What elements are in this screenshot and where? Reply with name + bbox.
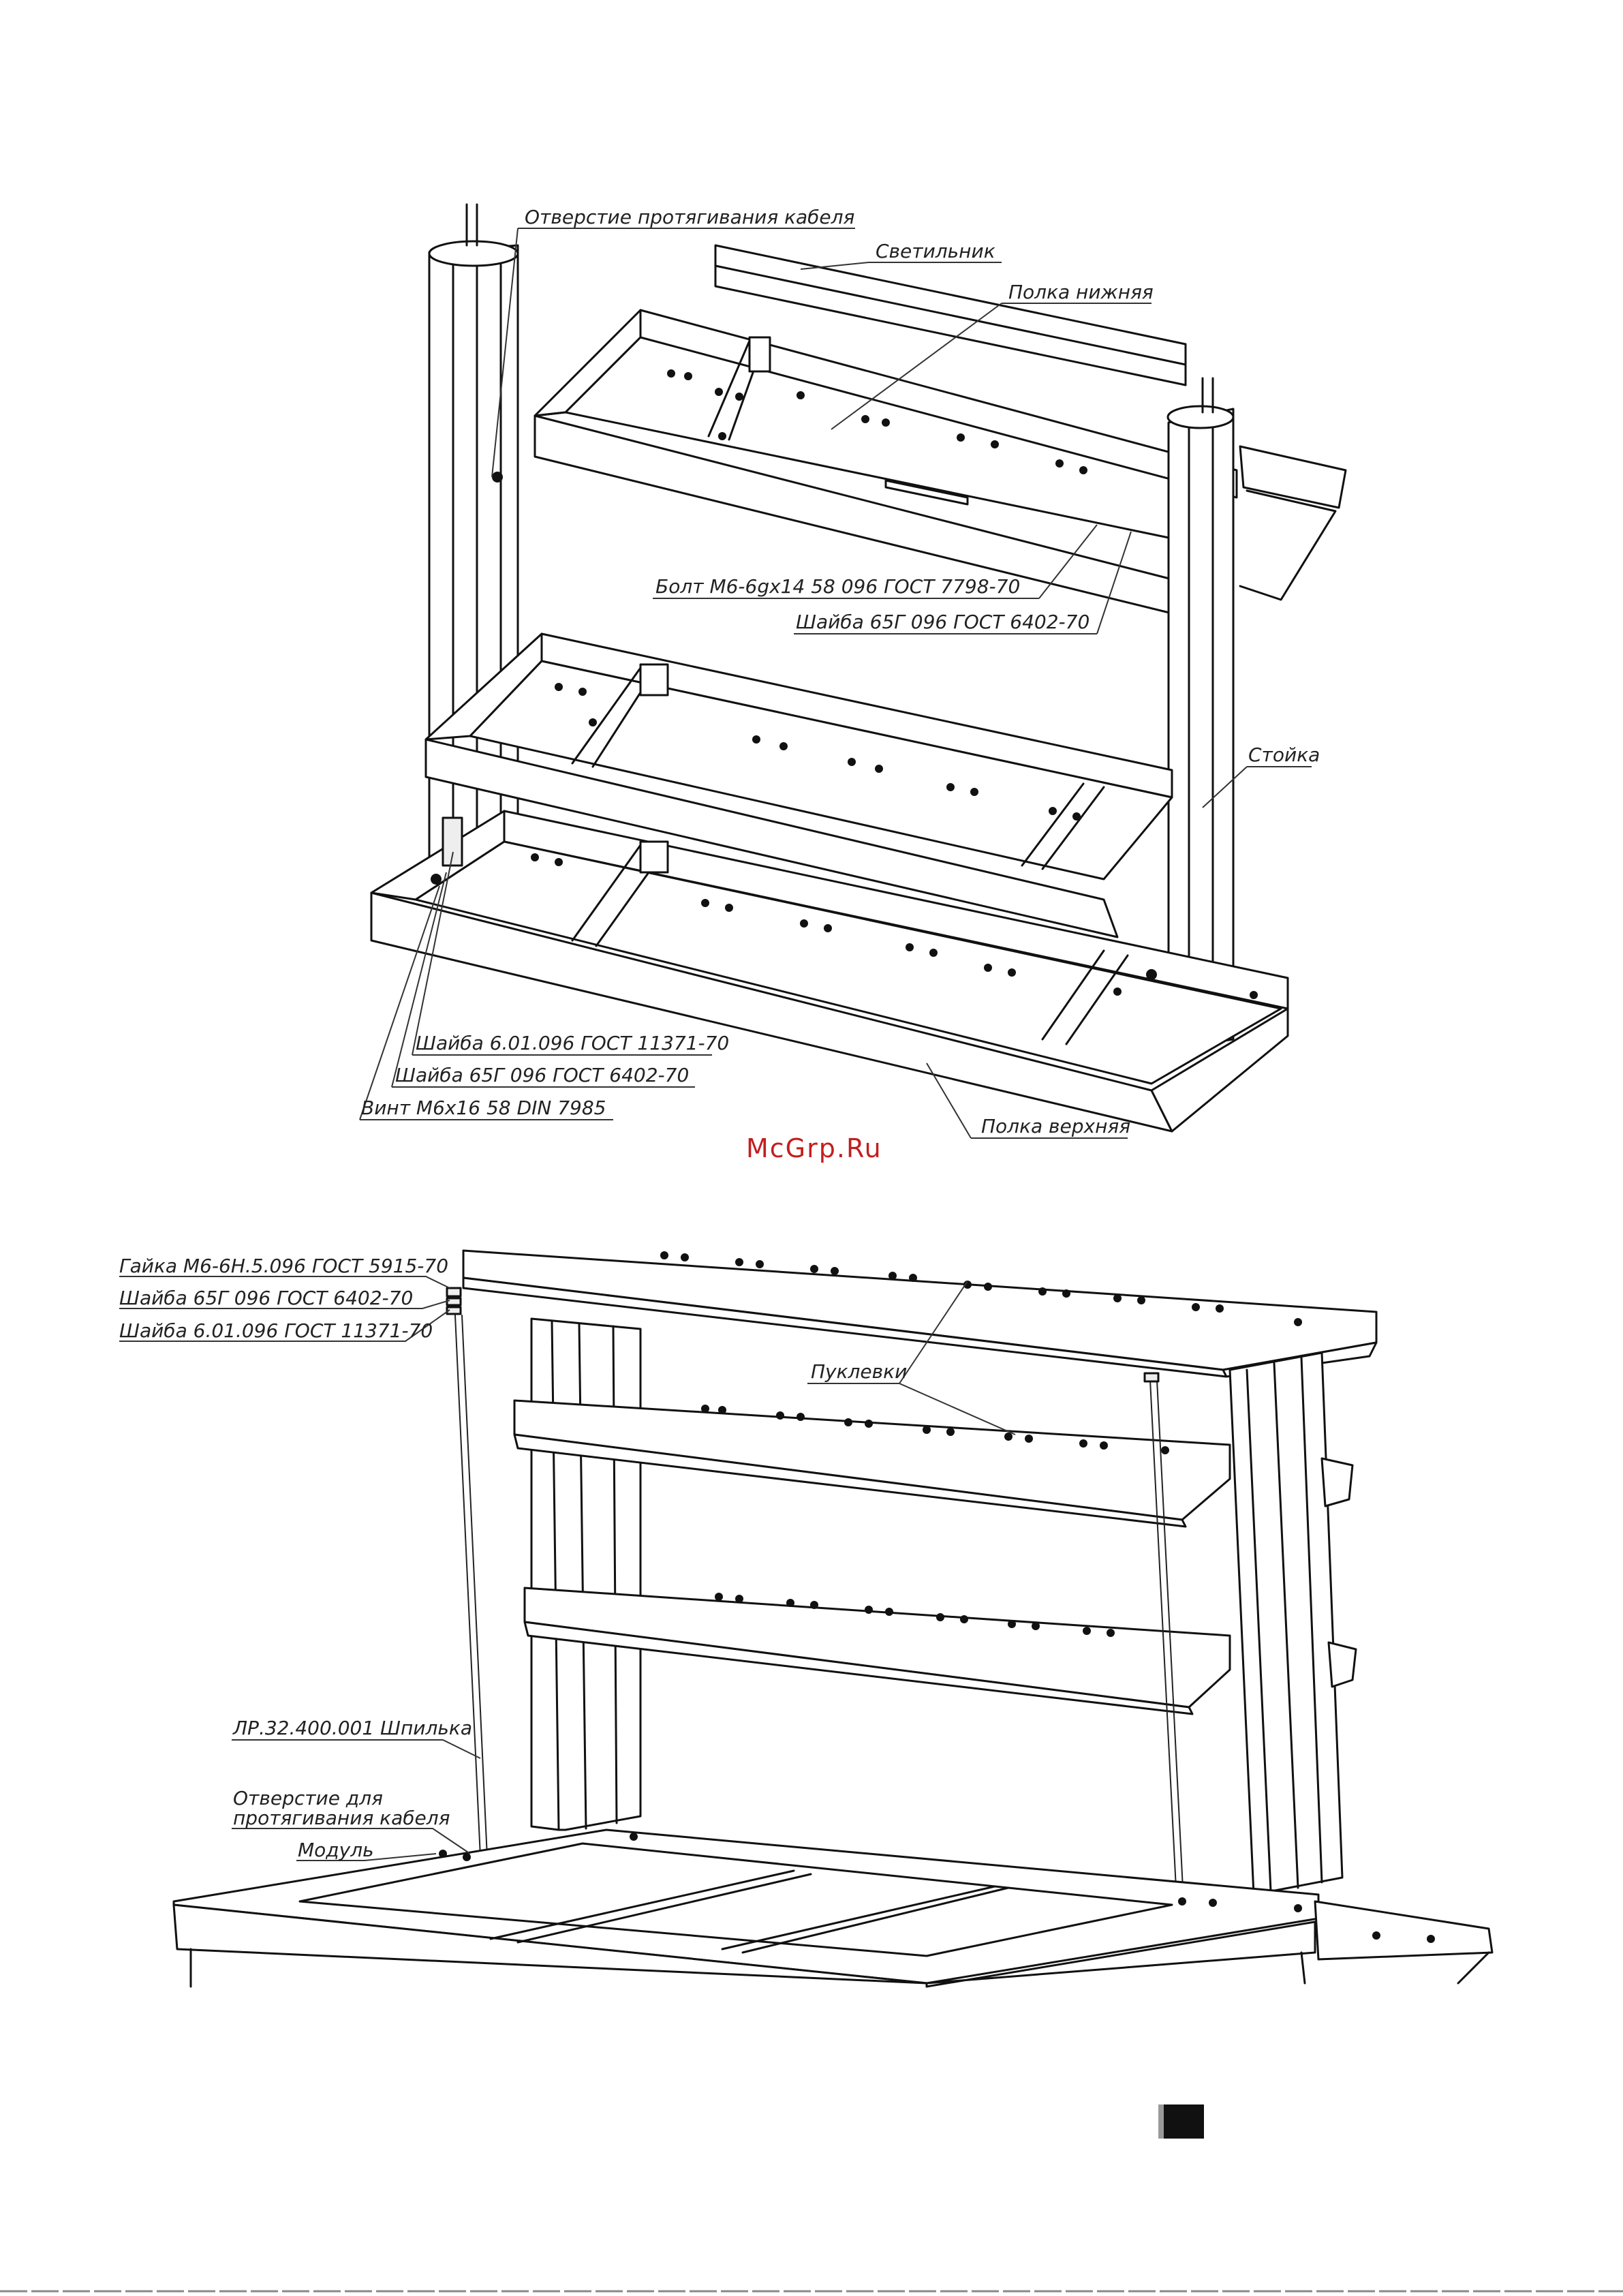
module-drawing: [172, 1828, 1494, 1988]
label-module: Модуль: [298, 1839, 374, 1861]
label-cable-hole-line1: Отверстие для: [233, 1787, 383, 1809]
label-cable-hole: Отверстие протягивания кабеля: [525, 206, 854, 228]
label-cable-hole-line2: протягивания кабеля: [233, 1807, 450, 1829]
shelf-3-drawing: [523, 1587, 1231, 1715]
label-stud: ЛР.32.400.001 Шпилька: [232, 1717, 472, 1739]
shelf-2-drawing: [513, 1399, 1231, 1528]
page-marker-shadow: [1158, 2104, 1164, 2139]
label-upper-shelf: Полка верхняя: [981, 1115, 1130, 1137]
label-washer-flat: Шайба 6.01.096 ГОСТ 11371-70: [416, 1032, 729, 1054]
label-lower-shelf: Полка нижняя: [1008, 281, 1154, 303]
right-upright-drawing: [1228, 1351, 1357, 1896]
upper-shelf-drawing: [370, 810, 1289, 1133]
lower-shelf-drawing: [534, 309, 1238, 615]
label-washer-spring-bottom: Шайба 65Г 096 ГОСТ 6402-70: [119, 1287, 413, 1309]
watermark: McGrp.Ru: [746, 1133, 882, 1163]
label-bolt: Болт М6-6gx14 58 096 ГОСТ 7798-70: [655, 575, 1020, 598]
label-lamp: Светильник: [876, 240, 995, 262]
label-screw: Винт М6х16 58 DIN 7985: [361, 1097, 606, 1119]
label-washer-flat-bottom: Шайба 6.01.096 ГОСТ 11371-70: [119, 1319, 433, 1342]
left-upright-drawing: [530, 1317, 642, 1831]
right-post-drawing: [1166, 377, 1235, 1051]
label-nut: Гайка М6-6Н.5.096 ГОСТ 5915-70: [119, 1255, 448, 1277]
label-washer-spring-2: Шайба 65Г 096 ГОСТ 6402-70: [395, 1064, 689, 1086]
label-post: Стойка: [1248, 744, 1320, 766]
label-punches: Пуклевки: [811, 1360, 907, 1383]
lamp-drawing: [714, 244, 1187, 386]
middle-shelf-drawing: [424, 632, 1173, 938]
top-assembly-drawing: Отверстие протягивания кабеля Светильник…: [359, 203, 1347, 1163]
page-marker: [1162, 2104, 1204, 2139]
label-washer-spring: Шайба 65Г 096 ГОСТ 6402-70: [796, 611, 1089, 633]
